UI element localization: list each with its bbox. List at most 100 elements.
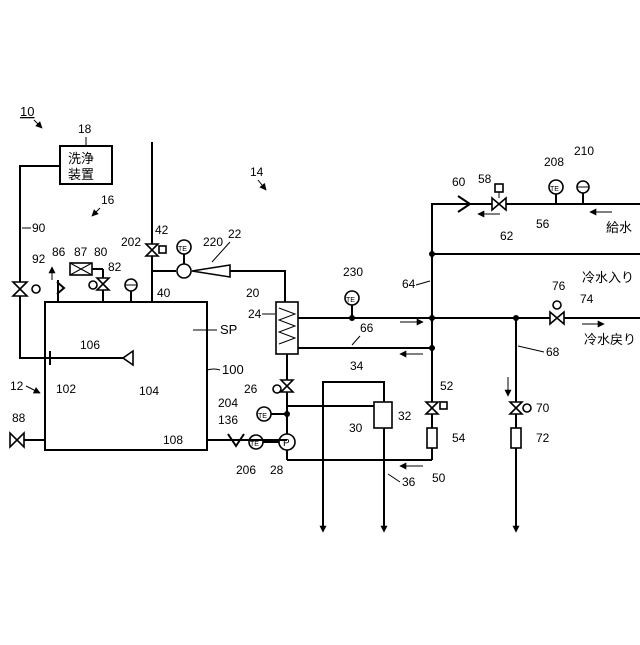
- label-50: 50: [432, 471, 446, 485]
- washer-label-line2: 装置: [68, 168, 94, 183]
- leader-64: [416, 281, 430, 285]
- device-72: [511, 428, 521, 448]
- label-208: 208: [544, 155, 564, 169]
- valve-76: [550, 312, 564, 324]
- label-60: 60: [452, 175, 466, 189]
- label-66: 66: [360, 321, 374, 335]
- label-206: 206: [236, 463, 256, 477]
- sensor-te-208-text: TE: [550, 186, 559, 193]
- actuator-52: [440, 402, 447, 409]
- leader-66: [352, 336, 360, 345]
- label-106: 106: [80, 338, 100, 352]
- actuator-92: [32, 285, 40, 293]
- valve-88: [10, 433, 24, 447]
- arrow-16: [92, 208, 100, 216]
- label-54: 54: [452, 431, 466, 445]
- label-87: 87: [74, 245, 88, 259]
- label-204: 204: [218, 396, 238, 410]
- label-supply-water: 給水: [606, 221, 632, 236]
- actuator-70: [523, 404, 531, 412]
- label-80: 80: [94, 245, 108, 259]
- label-86: 86: [52, 245, 66, 259]
- label-76: 76: [552, 279, 566, 293]
- valve-22-body: [177, 264, 191, 278]
- label-52: 52: [440, 379, 454, 393]
- label-104: 104: [139, 384, 159, 398]
- valve-26: [281, 380, 293, 392]
- actuator-82: [89, 281, 97, 289]
- arrow-14: [258, 180, 266, 190]
- pipe-34: [287, 382, 384, 406]
- label-14: 14: [250, 165, 264, 179]
- node-68: [513, 315, 519, 321]
- valve-70: [510, 402, 522, 414]
- valve-58: [492, 198, 506, 210]
- label-88: 88: [12, 411, 26, 425]
- label-108: 108: [163, 433, 183, 447]
- label-36: 36: [402, 475, 416, 489]
- label-16: 16: [101, 193, 115, 207]
- label-136: 136: [218, 413, 238, 427]
- label-26: 26: [244, 382, 258, 396]
- label-22: 22: [228, 227, 242, 241]
- label-20: 20: [246, 286, 260, 300]
- label-90: 90: [32, 221, 46, 235]
- label-40: 40: [157, 286, 171, 300]
- node-230: [349, 315, 355, 321]
- leader-36: [388, 474, 400, 482]
- sensor-te-204-text: TE: [258, 413, 267, 420]
- node-348: [429, 345, 435, 351]
- sensor-te-230-text: TE: [346, 297, 355, 304]
- label-28: 28: [270, 463, 284, 477]
- valve-22-flow: [192, 265, 230, 277]
- washer-label-line1: 洗浄: [68, 152, 94, 167]
- label-58: 58: [478, 172, 492, 186]
- label-210: 210: [574, 144, 594, 158]
- arrow-12: [26, 386, 40, 393]
- label-18: 18: [78, 122, 92, 136]
- label-chilled-return: 冷水戻り: [584, 333, 636, 348]
- pipe-56-64: [432, 204, 640, 460]
- leader-68: [518, 346, 544, 352]
- label-92: 92: [32, 252, 46, 266]
- label-32: 32: [398, 409, 412, 423]
- label-202: 202: [121, 235, 141, 249]
- label-102: 102: [56, 382, 76, 396]
- device-32: [374, 402, 392, 428]
- label-system-10: 10: [20, 104, 34, 119]
- label-24: 24: [248, 307, 262, 321]
- label-34: 34: [350, 359, 364, 373]
- valve-92: [13, 282, 27, 296]
- label-sp: SP: [220, 322, 237, 337]
- actuator-58: [495, 184, 503, 192]
- label-62: 62: [500, 229, 514, 243]
- label-12: 12: [10, 379, 24, 393]
- label-70: 70: [536, 401, 550, 415]
- node-318: [429, 315, 435, 321]
- actuator-76: [553, 301, 561, 309]
- spray-104: [123, 351, 133, 365]
- node-204: [284, 411, 290, 417]
- node-62: [429, 251, 435, 257]
- label-68: 68: [546, 345, 560, 359]
- actuator-42: [159, 246, 166, 253]
- label-230: 230: [343, 265, 363, 279]
- label-30: 30: [349, 421, 363, 435]
- label-56: 56: [536, 217, 550, 231]
- label-64: 64: [402, 277, 416, 291]
- arrow-system-10: [34, 120, 42, 128]
- label-72: 72: [536, 431, 550, 445]
- sensor-te-220-text: TE: [178, 246, 187, 253]
- valve-42: [146, 244, 158, 256]
- label-chilled-in: 冷水入り: [582, 271, 634, 286]
- tank-body: [45, 302, 207, 450]
- heat-exchanger-24: [276, 302, 298, 354]
- leader-100: [207, 369, 220, 370]
- device-54: [427, 428, 437, 448]
- actuator-26: [273, 385, 281, 393]
- label-82: 82: [108, 260, 122, 274]
- label-100: 100: [222, 362, 244, 377]
- label-74: 74: [580, 292, 594, 306]
